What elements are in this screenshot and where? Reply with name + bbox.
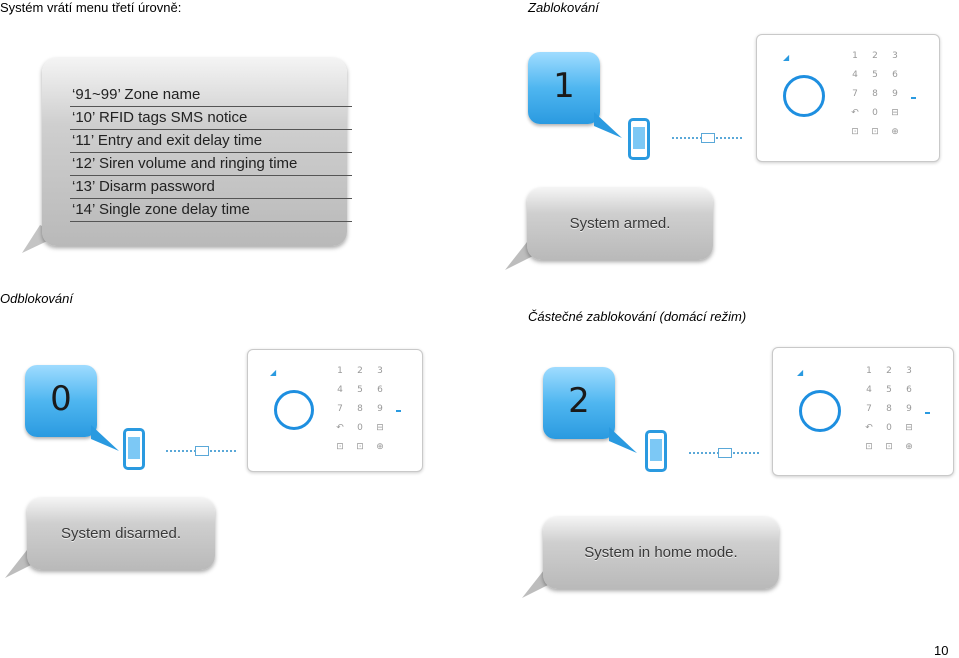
menu-item: ‘14’ Single zone delay time	[70, 199, 352, 222]
menu-item: ‘13’ Disarm password	[70, 176, 352, 199]
key: ⊡	[336, 442, 344, 452]
key: 6	[892, 70, 898, 80]
key: 3	[377, 366, 383, 376]
page-number: 10	[934, 643, 949, 658]
status-ring-icon	[783, 75, 825, 117]
indicator-dash	[925, 412, 930, 414]
indicator-dash	[396, 410, 401, 412]
menu-item: ‘11’ Entry and exit delay time	[70, 130, 352, 153]
key: 1	[852, 51, 858, 61]
key: ⊟	[376, 423, 384, 433]
envelope-icon	[718, 448, 732, 458]
key: ⊡	[865, 442, 873, 452]
key: ⊡	[356, 442, 364, 452]
key: 7	[866, 404, 872, 414]
key: 9	[892, 89, 898, 99]
key: 8	[357, 404, 363, 414]
key: 3	[906, 366, 912, 376]
phone-icon	[645, 430, 667, 472]
command-arm: 1	[553, 66, 575, 106]
key: 0	[357, 423, 363, 433]
key: ⊕	[891, 127, 899, 137]
command-bubble-disarm: 0	[25, 365, 97, 437]
envelope-icon	[701, 133, 715, 143]
key: 3	[892, 51, 898, 61]
key: 5	[357, 385, 363, 395]
key: 4	[866, 385, 872, 395]
reply-bubble-disarm: System disarmed.	[27, 498, 215, 570]
key: 8	[872, 89, 878, 99]
disarm-heading: Odblokování	[0, 291, 73, 306]
reply-arm: System armed.	[569, 215, 671, 232]
key: 4	[337, 385, 343, 395]
command-home: 2	[568, 381, 590, 421]
menu-item: ‘10’ RFID tags SMS notice	[70, 107, 352, 130]
key: 2	[886, 366, 892, 376]
key: 0	[872, 108, 878, 118]
keypad: 1 2 3 4 5 6 7 8 9 ↶ 0 ⊟ ⊡ ⊡ ⊕	[330, 366, 390, 461]
keypad: 1 2 3 4 5 6 7 8 9 ↶ 0 ⊟ ⊡ ⊡ ⊕	[859, 366, 919, 461]
key: 1	[866, 366, 872, 376]
indicator-dash	[911, 97, 916, 99]
key: ⊕	[376, 442, 384, 452]
envelope-icon	[195, 446, 209, 456]
phone-icon	[628, 118, 650, 160]
alarm-panel-home: ◢ 1 2 3 4 5 6 7 8 9 ↶ 0 ⊟ ⊡ ⊡ ⊕	[772, 347, 954, 476]
signal-icon: ◢	[783, 53, 790, 62]
key: ⊡	[871, 127, 879, 137]
key: 2	[872, 51, 878, 61]
key: 4	[852, 70, 858, 80]
menu-bubble: ‘91~99’ Zone name ‘10’ RFID tags SMS not…	[42, 58, 352, 246]
phone-icon	[123, 428, 145, 470]
sms-link	[166, 446, 236, 456]
key: ↶	[851, 108, 859, 118]
signal-icon: ◢	[797, 368, 804, 377]
key: ⊕	[905, 442, 913, 452]
intro-heading: Systém vrátí menu třetí úrovně:	[0, 0, 182, 15]
reply-bubble-home: System in home mode.	[543, 517, 779, 589]
key: 6	[906, 385, 912, 395]
sms-link	[689, 448, 759, 458]
key: 7	[852, 89, 858, 99]
bubble-tail-icon	[609, 427, 637, 453]
key: ↶	[336, 423, 344, 433]
alarm-panel-arm: ◢ 1 2 3 4 5 6 7 8 9 ↶ 0 ⊟ ⊡ ⊡ ⊕	[756, 34, 940, 162]
key: ⊟	[905, 423, 913, 433]
key: 5	[886, 385, 892, 395]
key: ⊡	[885, 442, 893, 452]
status-ring-icon	[799, 390, 841, 432]
key: 1	[337, 366, 343, 376]
bubble-tail-icon	[594, 112, 622, 138]
signal-icon: ◢	[270, 368, 277, 377]
home-heading: Částečné zablokování (domácí režim)	[528, 309, 747, 324]
key: 2	[357, 366, 363, 376]
status-ring-icon	[274, 390, 314, 430]
command-bubble-home: 2	[543, 367, 615, 439]
keypad: 1 2 3 4 5 6 7 8 9 ↶ 0 ⊟ ⊡ ⊡ ⊕	[845, 51, 905, 146]
key: ↶	[865, 423, 873, 433]
menu-item: ‘12’ Siren volume and ringing time	[70, 153, 352, 176]
arm-heading: Zablokování	[528, 0, 599, 15]
key: ⊡	[851, 127, 859, 137]
key: 9	[906, 404, 912, 414]
reply-disarm: System disarmed.	[60, 525, 182, 542]
reply-bubble-arm: System armed.	[527, 188, 713, 260]
reply-home: System in home mode.	[584, 544, 738, 561]
menu-item: ‘91~99’ Zone name	[70, 84, 352, 107]
key: 5	[872, 70, 878, 80]
sms-link	[672, 133, 742, 143]
key: 7	[337, 404, 343, 414]
key: ⊟	[891, 108, 899, 118]
key: 0	[886, 423, 892, 433]
key: 6	[377, 385, 383, 395]
key: 9	[377, 404, 383, 414]
command-disarm: 0	[50, 379, 72, 419]
bubble-tail-icon	[91, 425, 119, 451]
alarm-panel-disarm: ◢ 1 2 3 4 5 6 7 8 9 ↶ 0 ⊟ ⊡ ⊡ ⊕	[247, 349, 423, 472]
key: 8	[886, 404, 892, 414]
command-bubble-arm: 1	[528, 52, 600, 124]
